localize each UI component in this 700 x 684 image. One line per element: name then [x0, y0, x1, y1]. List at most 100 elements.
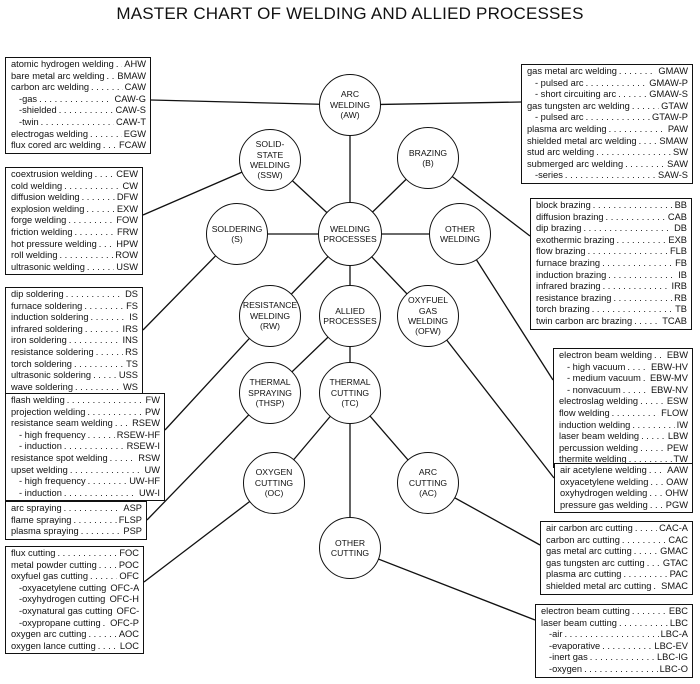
process-name: electroslag welding: [559, 396, 639, 407]
process-abbreviation: INS: [122, 335, 139, 346]
dot-leader: [93, 370, 117, 382]
process-name: air acetylene welding: [560, 465, 647, 475]
list-item: torch solderingTS: [11, 359, 138, 371]
process-name: electron beam welding: [559, 350, 653, 360]
node-label: ARC: [340, 89, 360, 100]
process-name: torch brazing: [536, 304, 590, 315]
process-name: forge welding: [11, 215, 67, 226]
process-abbreviation: GMAW-P: [649, 77, 688, 88]
process-name: -oxypropane cutting: [19, 617, 101, 628]
dot-leader: [618, 89, 647, 101]
process-name: iron soldering: [11, 335, 67, 346]
process-name: air carbon arc cutting: [546, 523, 633, 533]
process-abbreviation: OFC-A: [110, 582, 139, 593]
process-abbreviation: CAW-T: [116, 116, 146, 127]
process-name: - high frequency: [19, 429, 86, 440]
dot-leader: [96, 347, 123, 359]
dot-leader: [64, 488, 137, 500]
list-item: - high frequencyRSEW-HF: [11, 430, 160, 442]
node-label: OXYFUEL: [407, 295, 449, 306]
node-label: SOLDERING: [211, 223, 263, 234]
process-abbreviation: RB: [674, 292, 687, 303]
node-brazing: BRAZING(B): [397, 127, 459, 189]
dot-leader: [632, 606, 667, 618]
process-abbreviation: PSP: [123, 526, 142, 537]
connector-other_cutting-box: [349, 547, 536, 621]
dot-leader: [602, 258, 673, 270]
dot-leader: [75, 227, 116, 239]
dot-leader: [88, 476, 128, 488]
box-arc-left: atomic hydrogen weldingAHWbare metal arc…: [5, 57, 151, 154]
process-abbreviation: FOC: [119, 548, 139, 558]
list-item: oxygen lance cuttingLOC: [11, 641, 139, 653]
dot-leader: [643, 373, 648, 385]
dot-leader: [617, 235, 667, 247]
box-other-welding: electron beam weldingEBW- high vacuumEBW…: [553, 348, 693, 468]
process-abbreviation: GTAW: [661, 100, 688, 111]
process-abbreviation: TB: [675, 304, 687, 315]
process-abbreviation: OAW: [666, 476, 688, 487]
list-item: dip brazingDB: [536, 223, 687, 235]
node-label: (TC): [341, 398, 359, 409]
node-label: ALLIED: [335, 305, 365, 316]
dot-leader: [641, 431, 666, 443]
process-name: submerged arc welding: [527, 158, 624, 169]
process-name: plasma arc welding: [527, 123, 607, 134]
dot-leader: [41, 117, 114, 129]
node-label: (S): [231, 234, 243, 244]
process-abbreviation: USW: [116, 261, 138, 272]
list-item: resistance brazingRB: [536, 293, 687, 305]
process-abbreviation: LBC-A: [660, 629, 688, 640]
process-name: infrared brazing: [536, 281, 601, 292]
list-item: flow brazingFLB: [536, 246, 687, 258]
process-name: - medium vacuum: [567, 373, 641, 384]
dot-leader: [87, 407, 143, 419]
list-item: resistance seam weldingRSEW: [11, 418, 160, 430]
list-item: torch brazing TB: [536, 304, 687, 316]
process-abbreviation: TCAB: [662, 315, 687, 326]
list-item: ultrasonic solderingUSS: [11, 370, 138, 382]
process-abbreviation: TS: [126, 358, 138, 369]
list-item: thermite weldingTW: [559, 454, 688, 466]
process-abbreviation: PAC: [669, 569, 688, 580]
list-item: iron soldering INS: [11, 335, 138, 347]
process-abbreviation: AHW: [124, 59, 146, 69]
box-other-cutting: electron beam cuttingEBClaser beam cutti…: [535, 604, 693, 678]
dot-leader: [632, 101, 659, 113]
process-name: oxyacetylene welding: [560, 476, 649, 487]
process-name: atomic hydrogen welding: [11, 59, 114, 69]
dot-leader: [64, 441, 125, 453]
node-label: WELDING: [329, 223, 371, 234]
list-item: - inductionRSEW-I: [11, 441, 160, 453]
process-name: induction brazing: [536, 269, 607, 280]
dot-leader: [647, 558, 661, 570]
list-item: - high frequencyUW-HF: [11, 476, 160, 488]
box-brazing: block brazingBBdiffusion brazingCABdip b…: [530, 198, 692, 330]
dot-leader: [623, 569, 667, 581]
list-item: resistance solderingRS: [11, 347, 138, 359]
process-name: oxyhydrogen welding: [560, 488, 648, 499]
process-name: diffusion brazing: [536, 211, 604, 222]
dot-leader: [588, 246, 668, 258]
process-name: gas metal arc cutting: [546, 546, 632, 557]
process-name: arc spraying: [11, 503, 62, 513]
dot-leader: [609, 124, 666, 136]
dot-leader: [99, 239, 115, 251]
dot-leader: [622, 535, 666, 547]
process-name: electron beam cutting: [541, 606, 630, 616]
process-abbreviation: WS: [123, 381, 138, 392]
process-name: thermite welding: [559, 454, 627, 465]
node-label: THERMAL: [249, 377, 291, 388]
process-name: - high frequency: [19, 476, 86, 487]
process-name: twin carbon arc brazing: [536, 315, 633, 326]
process-abbreviation: LBC: [669, 617, 688, 628]
list-item: -evaporativeLBC-EV: [541, 641, 688, 653]
process-name: flash welding: [11, 395, 65, 405]
